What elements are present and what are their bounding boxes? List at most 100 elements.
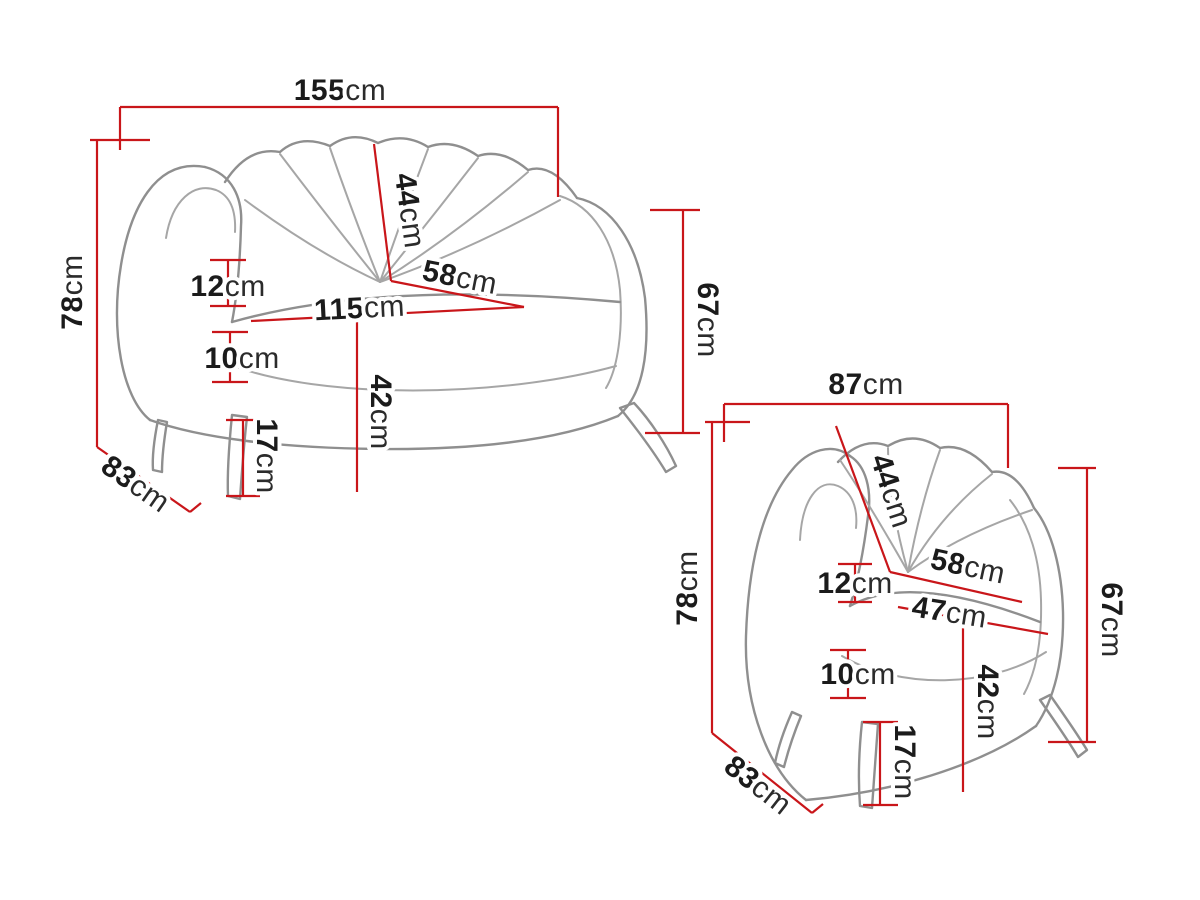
dim-value: 44 — [388, 171, 425, 210]
sofa-label-backrest-height: 67cm — [691, 282, 724, 357]
sofa-label-overall-height: 78cm — [56, 254, 89, 329]
chair-front-left-leg — [857, 720, 880, 810]
chair-dim-cushion-line — [830, 648, 866, 700]
dim-unit: cm — [671, 550, 704, 591]
chair-label-backrest-height: 67cm — [1095, 582, 1128, 657]
dim-value: 42 — [971, 664, 1004, 698]
sofa-dim-width-line — [118, 105, 560, 197]
sofa-label-overall-width: 155cm — [294, 74, 387, 107]
dim-value: 47 — [910, 590, 949, 628]
dim-value: 67 — [1095, 582, 1128, 616]
sofa-petal-seam-2 — [279, 153, 381, 283]
dim-value: 17 — [888, 724, 921, 758]
chair-left-arm-outer — [744, 447, 852, 802]
chair-label-leg-height: 17cm — [888, 724, 921, 799]
sofa-petal-seam-5 — [379, 157, 479, 283]
sofa-petal-seam-1 — [244, 199, 381, 283]
dim-unit: cm — [855, 658, 896, 691]
sofa-dim-seatdiag-line — [390, 279, 525, 309]
dim-unit: cm — [888, 759, 921, 800]
armchair-drawing — [744, 437, 1089, 810]
dim-unit: cm — [944, 596, 990, 635]
chair-petal-seam-2 — [887, 447, 909, 573]
sofa-label-armrest-thickness: 12cm — [190, 270, 265, 303]
dim-value: 12 — [817, 567, 851, 600]
sofa-dim-armrest-line — [210, 258, 246, 308]
dim-unit: cm — [56, 254, 89, 295]
dim-unit: cm — [1095, 617, 1128, 658]
sofa-label-cushion-height: 10cm — [204, 342, 279, 375]
dim-unit: cm — [225, 270, 266, 303]
chair-left-arm-inner — [799, 483, 858, 541]
sofa-dim-leg-line — [226, 418, 260, 498]
chair-dim-seatdiag-line — [889, 570, 1023, 604]
sofa-base-front — [148, 414, 620, 451]
dim-unit: cm — [961, 550, 1008, 591]
chair-dim-width-line — [722, 402, 1010, 468]
dim-value: 155 — [294, 74, 346, 107]
dim-value: 42 — [364, 374, 397, 408]
sofa-right-arm-outer — [575, 196, 648, 418]
chair-petal-seam-1 — [839, 459, 909, 573]
chair-label-backrest-seam: 44cm — [864, 450, 919, 532]
chair-rear-left-leg — [773, 710, 803, 769]
chair-base-front — [804, 724, 1038, 802]
sofa-drawing — [115, 136, 678, 501]
sofa-front-right-leg — [618, 401, 678, 474]
chair-left-arm-curl — [848, 454, 871, 608]
sofa-dim-cushion-line — [212, 330, 248, 384]
sofa-left-arm-curl — [203, 165, 243, 324]
dim-unit: cm — [364, 409, 397, 450]
sofa-seat-front-edge — [227, 363, 617, 392]
chair-right-side — [1032, 506, 1065, 728]
dim-unit: cm — [863, 368, 904, 401]
sofa-label-seat-height: 42cm — [364, 374, 397, 449]
sofa-dimension-lines — [90, 105, 700, 513]
chair-dim-backheight-line — [1048, 466, 1096, 744]
chair-label-cushion-height: 10cm — [820, 658, 895, 691]
chair-label-overall-height: 78cm — [671, 550, 704, 625]
sofa-label-depth: 83cm — [95, 449, 176, 519]
chair-seat-back-seam — [848, 591, 1042, 624]
chair-dim-seatwidth-line — [897, 605, 1049, 636]
dim-value: 78 — [56, 295, 89, 329]
chair-right-arm-inner — [1009, 499, 1043, 695]
chair-dim-height-line — [705, 420, 750, 733]
chair-label-seat-width: 47cm — [910, 590, 990, 634]
dim-unit: cm — [971, 699, 1004, 740]
dim-unit: cm — [239, 342, 280, 375]
dim-value: 115 — [313, 292, 365, 328]
sofa-front-left-leg — [226, 413, 249, 501]
chair-petal-seam-4 — [907, 473, 993, 573]
sofa-label-seat-width: 115cm — [313, 290, 406, 328]
dim-value: 10 — [820, 658, 854, 691]
armchair-dimension-lines — [705, 402, 1096, 814]
sofa-dim-backheight-line — [645, 208, 700, 435]
sofa-dimension-labels: 155cm 78cm 83cm 44cm 58cm 12cm 115cm 10c… — [52, 70, 728, 523]
dim-unit: cm — [691, 317, 724, 358]
dim-unit: cm — [363, 290, 406, 325]
dim-value: 87 — [828, 368, 862, 401]
sofa-petal-seam-3 — [329, 147, 381, 283]
armchair-dimension-labels: 87cm 78cm 83cm 44cm 58cm 12cm 47cm 10cm … — [667, 364, 1132, 826]
dim-unit: cm — [345, 74, 386, 107]
chair-dim-depth-line — [711, 732, 824, 814]
sofa-dim-seatwidth-line — [250, 305, 525, 323]
dim-value: 67 — [691, 282, 724, 316]
sofa-petal-seam-7 — [379, 199, 561, 283]
dim-value: 12 — [190, 270, 224, 303]
sofa-left-arm-inner — [165, 187, 237, 239]
dim-unit: cm — [393, 205, 431, 250]
dim-unit: cm — [852, 567, 893, 600]
sofa-dim-height-line — [90, 138, 150, 447]
chair-petal-seam-3 — [907, 449, 941, 573]
sofa-right-arm-inner — [559, 195, 622, 389]
chair-seat-front-edge — [841, 651, 1047, 682]
sofa-rear-left-leg — [151, 418, 169, 474]
dim-value: 17 — [250, 418, 283, 452]
dim-unit: cm — [250, 453, 283, 494]
sofa-label-leg-height: 17cm — [250, 418, 283, 493]
chair-label-overall-width: 87cm — [828, 368, 903, 401]
